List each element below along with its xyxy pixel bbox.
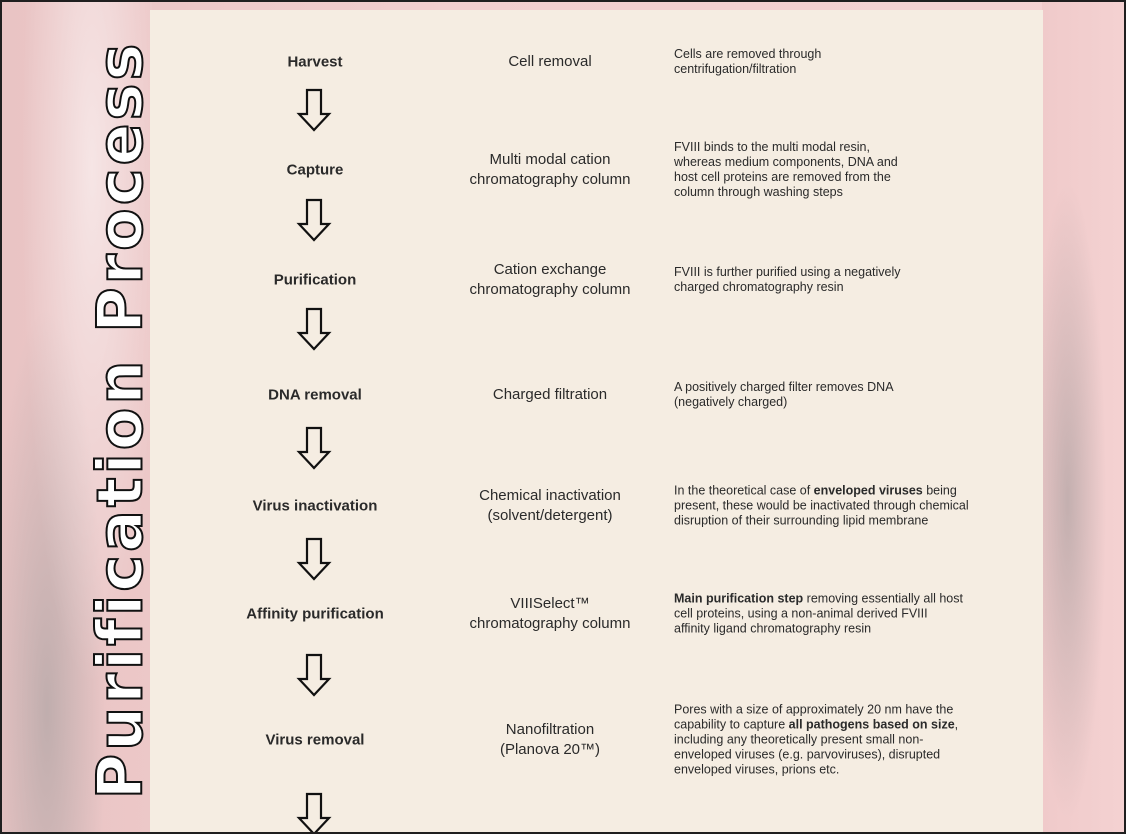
background-photo-right xyxy=(1042,2,1124,832)
stage-label: Capture xyxy=(286,161,344,179)
down-arrow-icon xyxy=(294,198,334,242)
method-label: Cation exchange chromatography column xyxy=(469,261,631,298)
method-label: Chemical inactivation (solvent/detergent… xyxy=(479,487,621,524)
down-arrow-icon xyxy=(294,88,334,132)
stage-label: DNA removal xyxy=(268,386,362,404)
step-description: Pores with a size of approximately 20 nm… xyxy=(674,702,959,777)
step-description: FVIII is further purified using a negati… xyxy=(674,265,901,294)
stage-label: Purification xyxy=(273,271,357,289)
process-panel: Harvest Cell removal Cells are removed t… xyxy=(150,10,1043,832)
method-label: Cell removal xyxy=(508,53,592,70)
down-arrow-icon xyxy=(294,307,334,351)
stage-label: Harvest xyxy=(287,53,343,71)
method-label: VIIISelect™ chromatography column xyxy=(469,595,631,632)
slide-title: Purification Process xyxy=(83,40,158,801)
background-photo-left xyxy=(2,2,152,832)
step-description: Cells are removed through centrifugation… xyxy=(674,47,822,76)
method-label: Charged filtration xyxy=(492,386,608,403)
stage-label: Virus removal xyxy=(265,731,365,749)
down-arrow-icon xyxy=(294,537,334,581)
step-description: Main purification step removing essentia… xyxy=(674,591,963,636)
stage-label: Virus inactivation xyxy=(252,497,378,515)
down-arrow-icon xyxy=(294,653,334,697)
step-description: A positively charged filter removes DNA … xyxy=(674,380,894,409)
step-description: FVIII binds to the multi modal resin, wh… xyxy=(674,140,898,199)
step-description: In the theoretical case of enveloped vir… xyxy=(674,483,969,528)
method-label: Nanofiltration (Planova 20™) xyxy=(499,721,601,758)
down-arrow-icon xyxy=(294,426,334,470)
down-arrow-icon xyxy=(294,792,334,832)
stage-label: Affinity purification xyxy=(246,605,384,623)
method-label: Multi modal cation chromatography column xyxy=(469,151,631,188)
